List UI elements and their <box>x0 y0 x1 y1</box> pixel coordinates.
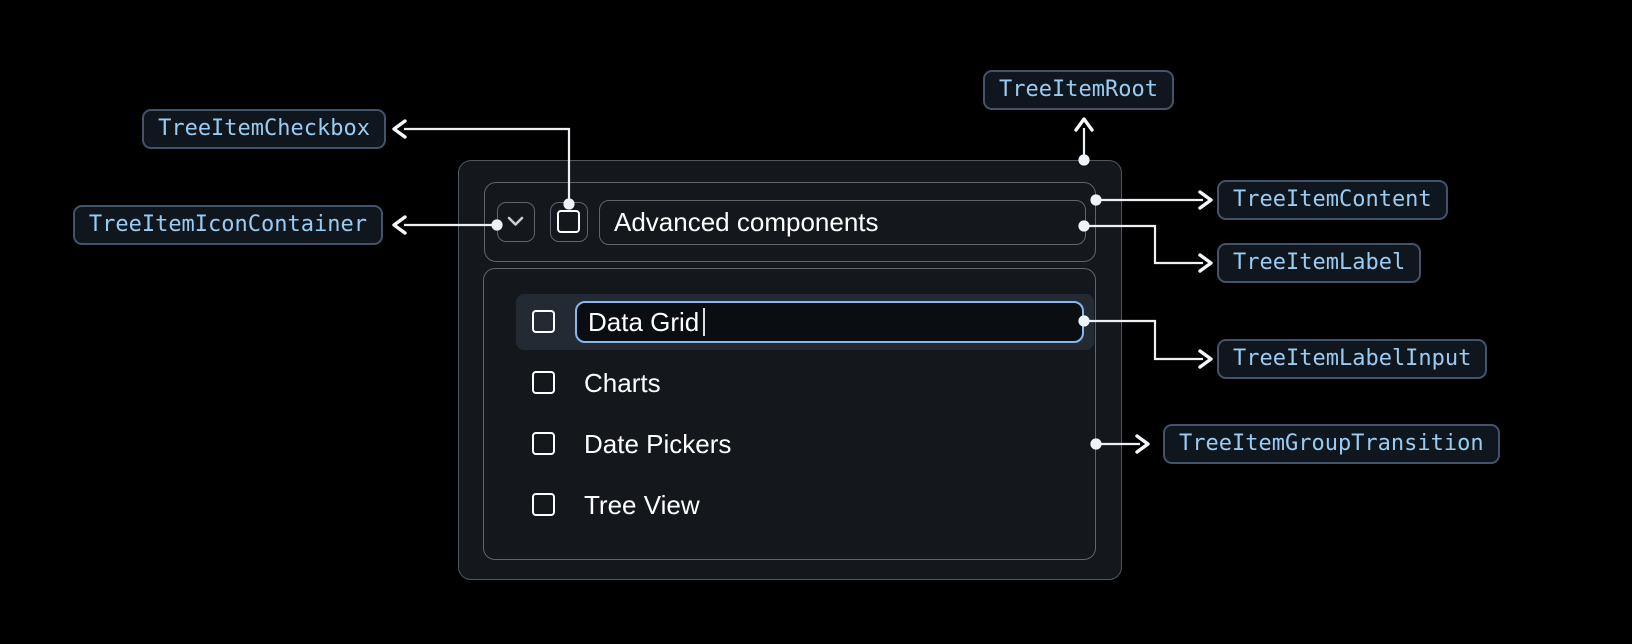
arrowhead-left <box>392 215 407 235</box>
tree-item-label[interactable]: Tree View <box>584 489 700 520</box>
badge-tree-item-checkbox: TreeItemCheckbox <box>142 109 386 149</box>
tree-item-content[interactable]: Advanced components <box>484 182 1096 262</box>
label-input-value: Data Grid <box>588 306 700 337</box>
badge-tree-item-label-input: TreeItemLabelInput <box>1217 339 1488 379</box>
tree-item-group-transition: Data Grid Charts Date Pickers Tree View <box>483 268 1096 560</box>
arrowhead-up <box>1074 117 1094 132</box>
badge-tree-item-root: TreeItemRoot <box>983 70 1174 110</box>
checkbox-unchecked-icon[interactable] <box>532 493 555 516</box>
connector-tree-item-root <box>1074 117 1094 166</box>
tree-item-label[interactable]: Charts <box>584 367 661 398</box>
tree-item-icon-container[interactable] <box>497 202 535 242</box>
checkbox-unchecked-icon[interactable] <box>532 432 555 455</box>
badge-tree-item-label: TreeItemLabel <box>1217 243 1422 283</box>
badge-tree-item-group-transition: TreeItemGroupTransition <box>1163 424 1500 464</box>
tree-item-row-data-grid[interactable]: Data Grid <box>484 294 1095 350</box>
arrowhead-right <box>1135 434 1150 454</box>
badge-tree-item-icon-container: TreeItemIconContainer <box>72 205 383 245</box>
tree-item-label-input[interactable]: Data Grid <box>575 301 1084 343</box>
tree-item-label[interactable]: Date Pickers <box>584 428 732 459</box>
arrowhead-right <box>1198 253 1213 273</box>
badge-tree-item-content: TreeItemContent <box>1217 180 1448 220</box>
checkbox-unchecked-icon <box>557 210 580 233</box>
tree-item-root: Advanced components Data Grid Charts Dat… <box>458 160 1122 580</box>
parent-label-text: Advanced components <box>614 207 879 237</box>
text-cursor <box>703 308 706 336</box>
tree-item-row-date-pickers[interactable]: Date Pickers <box>484 416 1095 472</box>
arrowhead-left <box>392 119 407 139</box>
checkbox-unchecked-icon[interactable] <box>532 310 555 333</box>
checkbox-unchecked-icon[interactable] <box>532 371 555 394</box>
arrowhead-right <box>1198 190 1213 210</box>
tree-item-row-tree-view[interactable]: Tree View <box>484 477 1095 533</box>
tree-item-label[interactable]: Advanced components <box>599 200 1086 245</box>
arrowhead-right <box>1198 349 1213 369</box>
tree-item-checkbox[interactable] <box>550 202 588 242</box>
tree-item-row-charts[interactable]: Charts <box>484 355 1095 411</box>
chevron-down-icon <box>507 216 524 226</box>
